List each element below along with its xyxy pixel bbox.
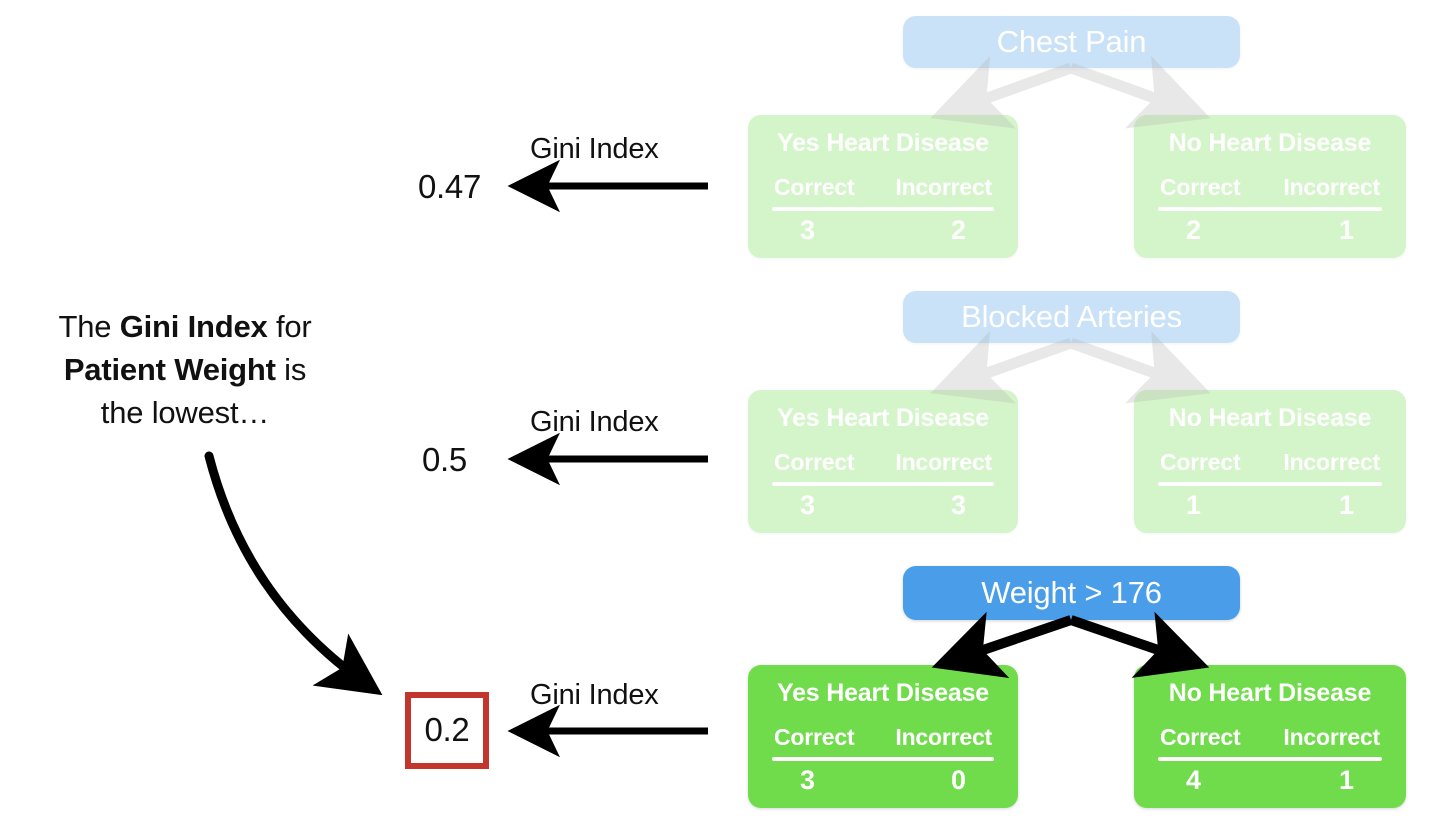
root-node-blocked-arteries[interactable]: Blocked Arteries bbox=[903, 291, 1240, 343]
leaf-col-incorrect: Incorrect bbox=[1283, 449, 1380, 475]
leaf-divider bbox=[772, 207, 994, 211]
caption-patient-weight-bold: Patient Weight bbox=[63, 351, 276, 387]
leaf-val-correct: 3 bbox=[800, 765, 816, 795]
leaf-val-correct: 3 bbox=[800, 215, 816, 245]
leaf-val-correct: 3 bbox=[800, 490, 816, 520]
leaf-title: No Heart Disease bbox=[1168, 129, 1372, 157]
leaf-col-incorrect: Incorrect bbox=[1283, 174, 1380, 200]
gini-index-label-row2: Gini Index bbox=[530, 406, 659, 438]
leaf-col-incorrect: Incorrect bbox=[1283, 724, 1380, 750]
leaf-title: Yes Heart Disease bbox=[776, 129, 990, 157]
leaf-no-heart-disease-patient-weight[interactable]: No Heart Disease Correct Incorrect 4 1 bbox=[1134, 665, 1406, 808]
leaf-yes-heart-disease-blocked-arteries[interactable]: Yes Heart Disease Correct Incorrect 3 3 bbox=[748, 390, 1018, 533]
leaf-val-correct: 4 bbox=[1186, 765, 1202, 795]
leaf-col-correct: Correct bbox=[774, 449, 855, 475]
leaf-val-correct: 2 bbox=[1186, 215, 1202, 245]
leaf-no-heart-disease-chest-pain[interactable]: No Heart Disease Correct Incorrect 2 1 bbox=[1134, 115, 1406, 258]
leaf-divider bbox=[772, 757, 994, 761]
gini-value-row1: 0.47 bbox=[418, 168, 482, 205]
leaf-divider bbox=[1158, 482, 1382, 486]
leaf-val-incorrect: 3 bbox=[950, 490, 966, 520]
caption-line1-post: for bbox=[267, 309, 312, 344]
leaf-col-incorrect: Incorrect bbox=[895, 174, 992, 200]
caption-text: The Gini Index for Patient Weight is the… bbox=[10, 306, 360, 434]
leaf-col-correct: Correct bbox=[1160, 174, 1241, 200]
leaf-val-incorrect: 1 bbox=[1338, 215, 1354, 245]
gini-index-label-row3: Gini Index bbox=[530, 679, 659, 711]
caption-gini-index-bold: Gini Index bbox=[119, 309, 268, 344]
leaf-val-incorrect: 2 bbox=[950, 215, 966, 245]
leaf-val-incorrect: 1 bbox=[1338, 490, 1354, 520]
leaf-col-incorrect: Incorrect bbox=[895, 724, 992, 750]
leaf-title: No Heart Disease bbox=[1168, 679, 1372, 707]
leaf-title: No Heart Disease bbox=[1168, 404, 1372, 432]
caption-line3: the lowest… bbox=[100, 394, 270, 430]
leaf-val-incorrect: 1 bbox=[1338, 765, 1354, 795]
leaf-val-incorrect: 0 bbox=[950, 765, 966, 795]
leaf-val-correct: 1 bbox=[1186, 490, 1202, 520]
gini-value-row3-highlighted: 0.2 bbox=[405, 692, 489, 769]
callout-curved-arrow bbox=[204, 451, 383, 696]
leaf-yes-heart-disease-chest-pain[interactable]: Yes Heart Disease Correct Incorrect 3 2 bbox=[748, 115, 1018, 258]
branch-arrows-patient-weight bbox=[931, 611, 1210, 679]
gini-index-label-row1: Gini Index bbox=[530, 133, 659, 165]
caption-line1-pre: The bbox=[58, 309, 120, 344]
leaf-divider bbox=[772, 482, 994, 486]
branch-arrows-chest-pain bbox=[930, 55, 1211, 129]
leaf-title: Yes Heart Disease bbox=[776, 404, 990, 432]
caption-line2-post: is bbox=[275, 351, 307, 387]
leaf-no-heart-disease-blocked-arteries[interactable]: No Heart Disease Correct Incorrect 1 1 bbox=[1134, 390, 1406, 533]
leaf-divider bbox=[1158, 757, 1382, 761]
root-node-chest-pain[interactable]: Chest Pain bbox=[903, 16, 1240, 68]
leaf-col-correct: Correct bbox=[1160, 449, 1241, 475]
leaf-col-correct: Correct bbox=[774, 724, 855, 750]
leaf-yes-heart-disease-patient-weight[interactable]: Yes Heart Disease Correct Incorrect 3 0 bbox=[748, 665, 1018, 808]
root-node-weight-threshold[interactable]: Weight > 176 bbox=[903, 566, 1240, 620]
leaf-title: Yes Heart Disease bbox=[776, 679, 990, 707]
branch-arrows-blocked-arteries bbox=[930, 330, 1211, 404]
leaf-divider bbox=[1158, 207, 1382, 211]
leaf-col-incorrect: Incorrect bbox=[895, 449, 992, 475]
leaf-col-correct: Correct bbox=[774, 174, 855, 200]
leaf-col-correct: Correct bbox=[1160, 724, 1241, 750]
gini-value-row2: 0.5 bbox=[422, 441, 467, 478]
